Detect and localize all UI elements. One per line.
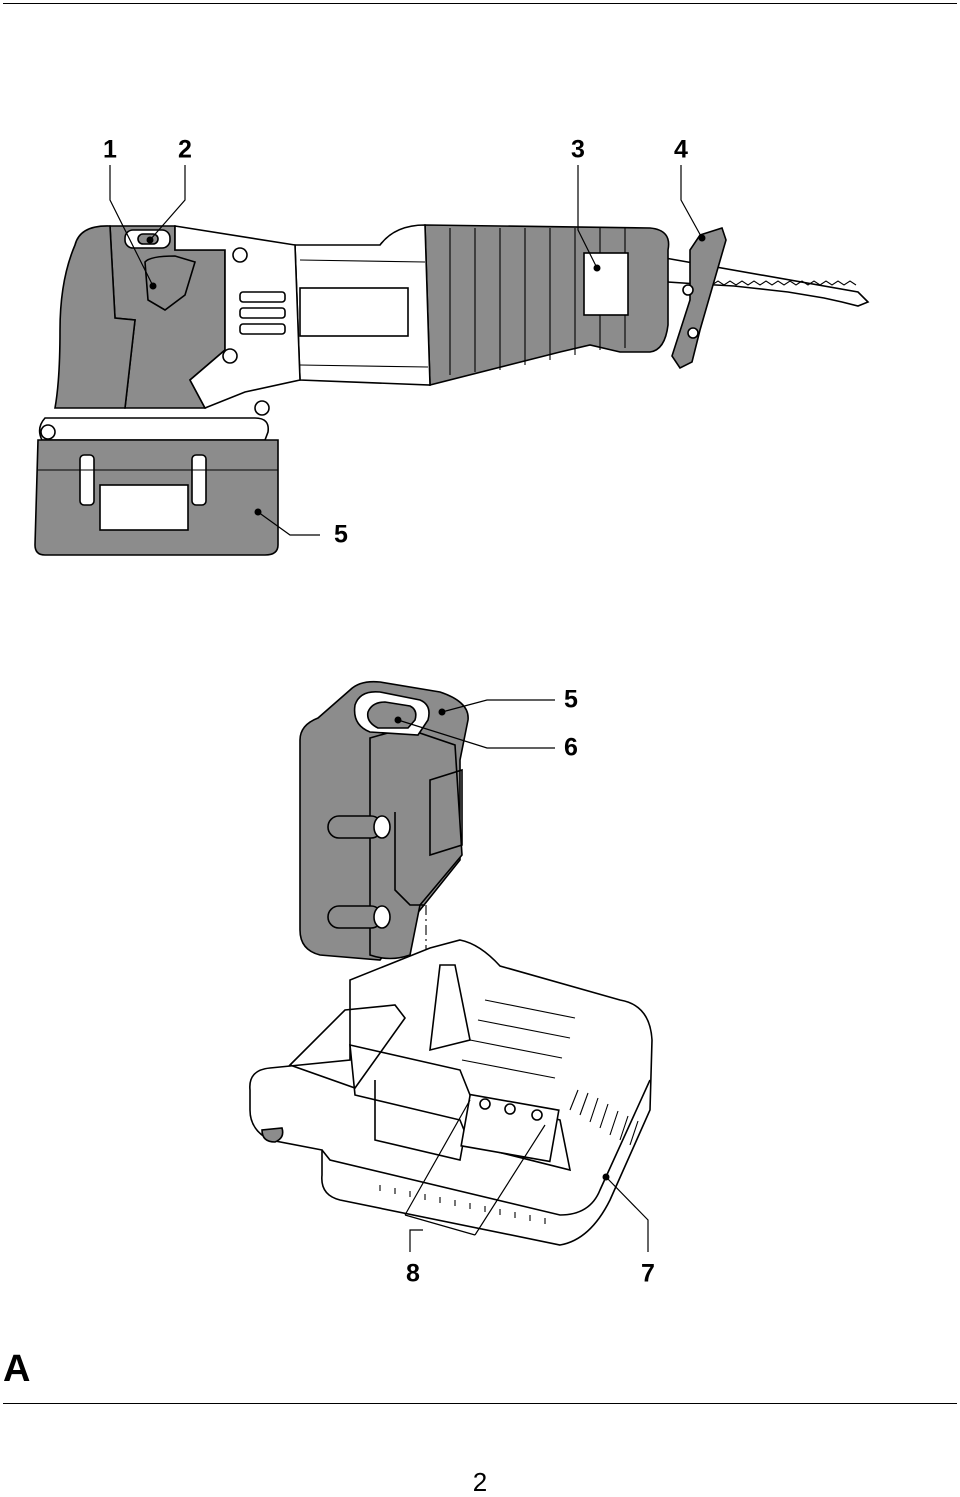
charger-callout-leaders [394, 699, 649, 1252]
callout-7: 7 [641, 1259, 655, 1288]
saw-shoe [671, 226, 727, 370]
callout-6: 6 [564, 733, 578, 762]
bottom-rule [3, 1403, 957, 1404]
callout-5-saw: 5 [334, 520, 348, 549]
figure-letter: A [3, 1348, 31, 1390]
saw-callout-leaders [109, 165, 706, 536]
page-number: 2 [472, 1467, 488, 1497]
blade-release-lever [583, 252, 629, 316]
charger-illustration [249, 939, 653, 1246]
saw-battery-pack [38, 417, 270, 441]
callout-4: 4 [674, 135, 688, 164]
reciprocating-saw-illustration [34, 224, 870, 556]
callout-8: 8 [406, 1259, 420, 1288]
callout-3: 3 [571, 135, 585, 164]
saw-trigger [144, 255, 196, 311]
top-rule [3, 3, 957, 4]
callout-2: 2 [178, 135, 192, 164]
saw-rear-housing [174, 225, 301, 410]
battery-illustration [299, 680, 469, 1020]
callout-5-battery: 5 [564, 685, 578, 714]
callout-1: 1 [103, 135, 117, 164]
saw-front-housing [424, 224, 670, 387]
